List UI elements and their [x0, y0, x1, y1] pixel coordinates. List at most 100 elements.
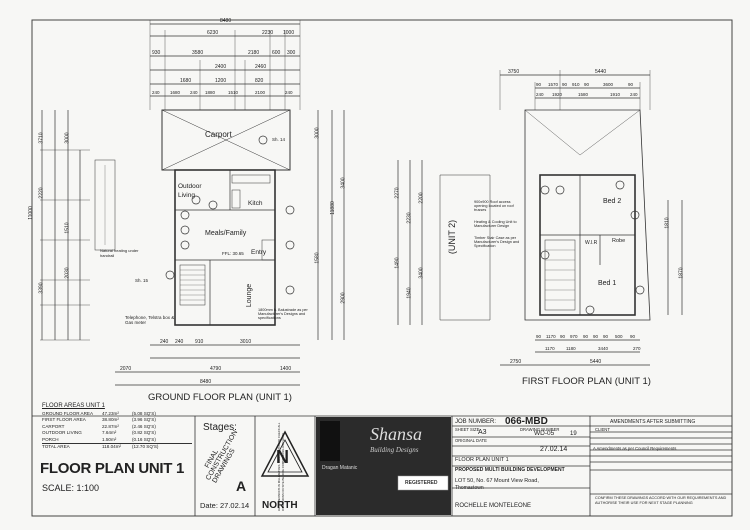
ground-left-dim-3: 11000: [27, 206, 34, 220]
first-bottom-dim-r1d: 970: [570, 334, 578, 339]
ground-left-dim-5: 3390: [38, 282, 45, 294]
confirm-note: CONFIRM THESE DRAWINGS ACCORD WITH OUR R…: [595, 496, 727, 505]
ground-top-dim-r1a: 6230: [207, 30, 219, 36]
ground-top-dim-r2a: 930: [152, 50, 161, 56]
room-meals-family: Meals/Family: [205, 230, 247, 237]
first-bottom-dim-r2d: 270: [633, 346, 641, 351]
room-entry: Entry: [251, 249, 267, 256]
first-bottom-dim-r3b: 5440: [590, 359, 602, 365]
project-name: PROPOSED MULTI BUILDING DEVELOPMENT: [455, 467, 565, 473]
first-bottom-dim-r1c: 90: [560, 334, 566, 339]
telstra-note: Telephone, Telstra box & Gas meter: [125, 315, 175, 325]
ground-top-dim-r2d: 600: [272, 50, 281, 56]
first-top-dim-b: 5440: [595, 69, 607, 75]
room-kitchen: Kitch: [248, 200, 263, 207]
first-left-dim-6: 3400: [418, 267, 425, 279]
room-bed1: Bed 1: [598, 280, 617, 287]
stage-date: Date: 27.02.14: [200, 501, 250, 510]
first-left-dim-5: 2200: [418, 192, 425, 204]
first-bottom-dim-r1a: 90: [536, 334, 542, 339]
disclaimer: ALL DIMENSIONS IN MILLIMETRES. CONTRACTO…: [277, 422, 285, 511]
amendments-heading: AMENDMENTS AFTER SUBMITTING: [610, 419, 696, 425]
first-top-dim-r2a: 240: [536, 92, 544, 97]
roof-access-note: 900x900 Roof access opening located on r…: [474, 200, 514, 212]
ground-top-dim-r5d: 1880: [205, 90, 216, 95]
first-top-dim-r1a: 90: [536, 82, 542, 87]
room-carport: Carport: [205, 130, 232, 139]
ground-floor-title: GROUND FLOOR PLAN (UNIT 1): [148, 392, 292, 403]
ground-top-dim-r5e: 1510: [228, 90, 239, 95]
ground-top-dim-r4a: 1680: [180, 78, 192, 84]
ground-top-dim-r3b: 2460: [255, 64, 267, 70]
hot-water-note: Natural heating under handrail: [100, 248, 139, 258]
ground-top-dim-r1c: 1000: [283, 30, 295, 36]
sheet-size: A3: [478, 429, 487, 436]
first-top-dim-a: 3750: [508, 69, 520, 75]
ground-top-dim-overall: 8480: [220, 18, 232, 24]
ffl-label: FFL: 30.65: [222, 251, 244, 256]
north-label: NORTH: [262, 500, 298, 511]
scale-label: SCALE: 1:100: [42, 483, 100, 493]
ground-top-dim-r3a: 2400: [215, 64, 227, 70]
ground-bottom-dim-r1a: 240: [160, 339, 169, 345]
client-name: ROCHELLE MONTELEONE: [455, 503, 532, 509]
room-lounge: Lounge: [246, 283, 254, 308]
first-bottom-dim-r1h: 500: [615, 334, 623, 339]
first-top-dim-r2c: 1580: [578, 92, 589, 97]
drawing-number-label: DRAWING NUMBER: [520, 427, 560, 432]
ground-top-dim-r5b: 1680: [170, 90, 181, 95]
ground-left-dim-1: 3710: [38, 132, 45, 144]
first-floor-title: FIRST FLOOR PLAN (UNIT 1): [522, 376, 651, 387]
floor-plan-big-title: FLOOR PLAN UNIT 1: [40, 460, 185, 477]
first-top-dim-r1g: 90: [628, 82, 634, 87]
amendment-row-a: A Amendments as per Council Requirements: [593, 446, 677, 451]
ground-floor-plan: [40, 20, 345, 386]
first-top-dim-r1b: 1570: [548, 82, 559, 87]
unit2-label: (UNIT 2): [447, 219, 458, 255]
job-number: 066-MBD: [505, 416, 548, 427]
first-top-dim-r2d: 1910: [610, 92, 621, 97]
ground-right-dim-5: 2900: [340, 292, 347, 304]
ground-top-dim-r4c: 820: [255, 78, 264, 84]
ground-bottom-dim-r1b: 240: [175, 339, 184, 345]
first-left-dim-1: 2270: [394, 187, 401, 199]
sheet-size-label: SHEET SIZE: [455, 427, 480, 432]
ground-left-dim-6: 1510: [64, 222, 71, 234]
first-left-dim-2: 2230: [406, 212, 413, 224]
ground-top-dim-r5c: 240: [190, 90, 198, 95]
project-address-2: Thomastown: [455, 485, 484, 491]
ground-top-dim-r2c: 2180: [248, 50, 260, 56]
logo-registered: REGISTERED: [405, 480, 438, 486]
ground-left-dim-2: 3000: [64, 132, 71, 144]
room-outdoor-living: Outdoor Living: [178, 183, 202, 199]
first-top-dim-r1f: 3600: [603, 82, 614, 87]
project-address-1: LOT 50, No. 67 Mount View Road,: [455, 478, 539, 484]
stages-label: Stages:: [203, 422, 237, 433]
room-bed2: Bed 2: [603, 198, 622, 205]
first-right-dim-2: 1870: [678, 267, 685, 279]
ground-right-dim-2: 11880: [329, 201, 336, 215]
job-number-label: JOB NUMBER:: [455, 419, 497, 425]
sh14-label: Sh. 14: [272, 137, 286, 142]
drawing-of: 19: [570, 431, 577, 437]
first-left-dim-3: 1490: [394, 257, 401, 269]
ground-right-dim-4: 3400: [340, 177, 347, 189]
ground-top-dim-r2e: 300: [287, 50, 296, 56]
stair-note: Timber Stair Case as per Manufacturer's …: [474, 236, 520, 248]
ground-right-dim-3: 1580: [314, 252, 321, 264]
first-bottom-dim-r1i: 90: [630, 334, 636, 339]
first-bottom-dim-r1g: 90: [603, 334, 609, 339]
logo-sub: Building Designs: [370, 446, 419, 454]
logo-owner: Dragan Matanic: [322, 465, 358, 471]
first-top-dim-r1d: 910: [572, 82, 580, 87]
ground-right-dim-1: 3000: [314, 127, 321, 139]
original-date-label: ORIGINAL DATE: [455, 438, 487, 443]
ground-bottom-dim-left: 2070: [120, 366, 132, 372]
